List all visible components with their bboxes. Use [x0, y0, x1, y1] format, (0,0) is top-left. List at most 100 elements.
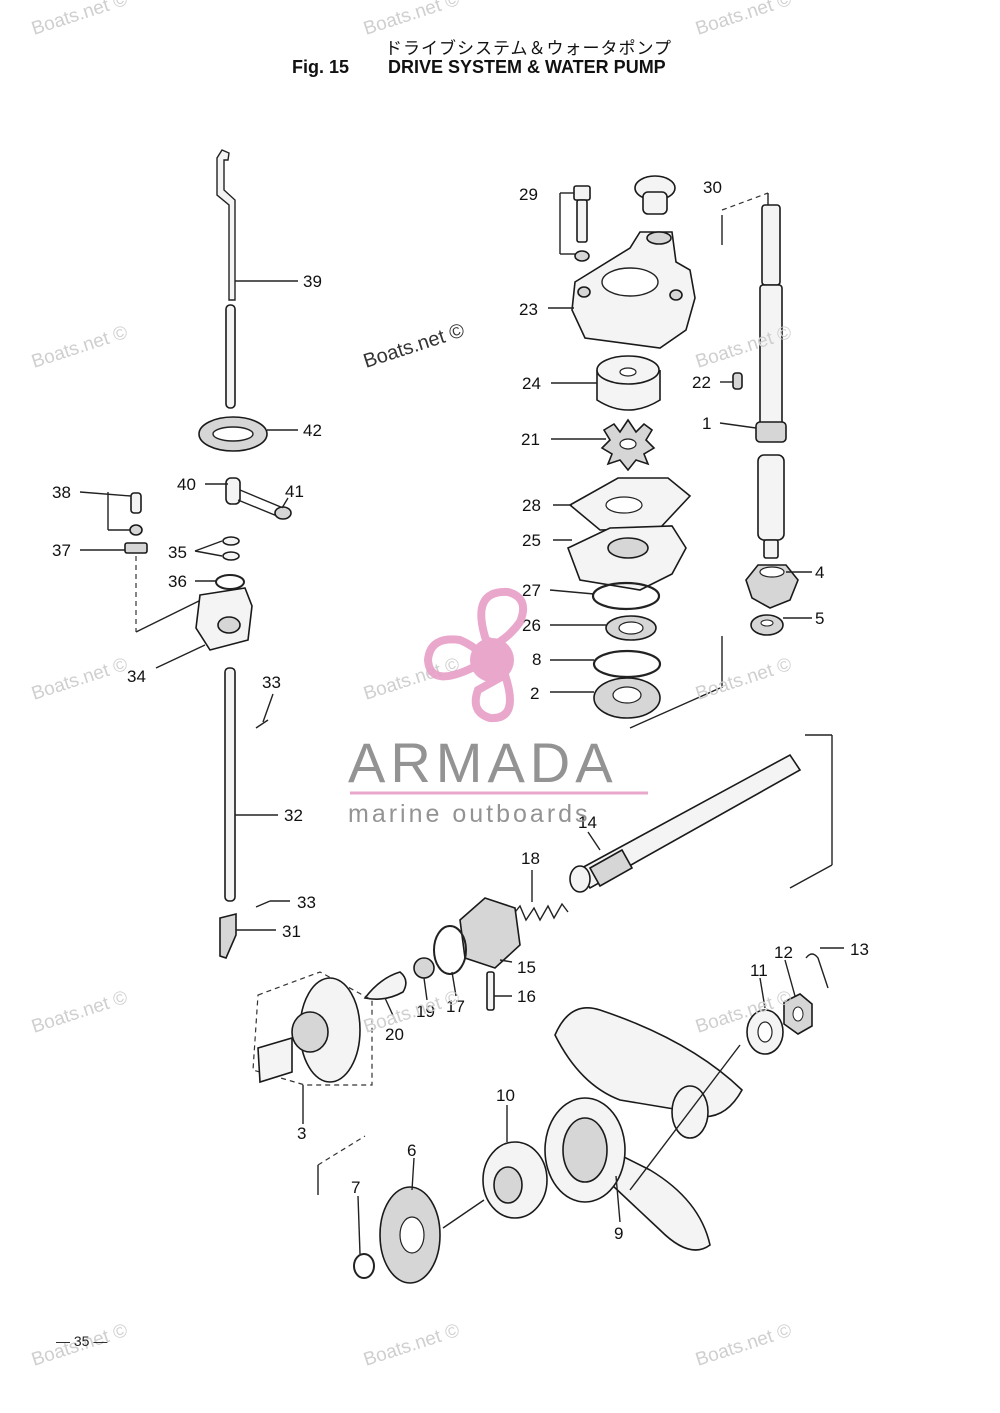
callout-24: 24: [522, 374, 541, 393]
pin-16: [486, 971, 495, 1011]
shift-rod-connector-40: [225, 477, 292, 520]
watermark-boats-net-dark: Boats.net ©: [361, 319, 468, 372]
cotter-pin-13: [805, 953, 829, 989]
spring-18: [511, 902, 569, 922]
callout-20: 20: [385, 1025, 404, 1044]
drive-shaft-1: [755, 204, 787, 559]
callout-16: 16: [517, 987, 536, 1006]
brand-name: ARMADA: [348, 731, 618, 794]
callout-1: 1: [702, 414, 711, 433]
callout-15: 15: [517, 958, 536, 977]
callout-11: 11: [750, 961, 768, 980]
callout-40: 40: [177, 475, 196, 494]
callout-25: 25: [522, 531, 541, 550]
bearing-26: [605, 615, 657, 641]
propeller-shaft-14: [569, 753, 802, 893]
key-22: [732, 372, 743, 390]
callout-22: 22: [692, 373, 711, 392]
gasket-28: [568, 477, 692, 531]
watermark-boats-net: Boats.net ©: [361, 0, 462, 40]
title-japanese: ドライブシステム＆ウォータポンプ: [385, 39, 672, 58]
callout-29: 29: [519, 185, 538, 204]
callout-2: 2: [530, 684, 539, 703]
watermark-boats-net: Boats.net ©: [693, 0, 794, 40]
leader-lines: [79, 192, 844, 1255]
callout-13: 13: [850, 940, 869, 959]
callout-10: 10: [496, 1086, 515, 1105]
pump-liner-24: [596, 355, 661, 411]
callout-34: 34: [127, 667, 146, 686]
callout-18: 18: [521, 849, 540, 868]
callout-12: 12: [774, 943, 793, 962]
callout-36: 36: [168, 572, 187, 591]
thrust-holder-10: [482, 1141, 548, 1219]
watermark-boats-net: Boats.net ©: [693, 1320, 794, 1371]
pump-housing-23: [571, 231, 696, 349]
page-number: — 35 —: [56, 1333, 108, 1349]
callout-27: 27: [522, 581, 541, 600]
shift-rod-lower-32: [224, 667, 236, 902]
o-ring-8: [592, 649, 662, 679]
callout-39: 39: [303, 272, 322, 291]
plunger-20: [363, 971, 407, 1000]
callout-33-lower: 33: [297, 893, 316, 912]
callout-28: 28: [522, 496, 541, 515]
callout-4: 4: [815, 563, 824, 582]
propeller-9: [544, 1007, 743, 1251]
figure-number: Fig. 15: [292, 57, 350, 77]
callout-32: 32: [284, 806, 303, 825]
brand-tagline: marine outboards: [348, 800, 591, 828]
callout-7: 7: [351, 1178, 360, 1197]
armada-logo: ARMADA marine outboards: [348, 587, 648, 828]
o-rings-35-36: [215, 536, 245, 590]
water-tube-seal: [634, 175, 676, 215]
cam-31: [219, 912, 237, 959]
callout-9: 9: [614, 1224, 623, 1243]
propeller-logo-icon: [423, 587, 527, 723]
callout-19: 19: [416, 1002, 435, 1021]
shift-rod-upper: [216, 149, 236, 409]
clip-17: [433, 925, 467, 975]
callout-6: 6: [407, 1141, 416, 1160]
callout-38: 38: [52, 483, 71, 502]
callout-23: 23: [519, 300, 538, 319]
forward-gear-3: [252, 971, 373, 1086]
pins-33: [255, 719, 271, 908]
nut-5: [750, 614, 784, 636]
callout-26: 26: [522, 616, 541, 635]
watermark-boats-net: Boats.net ©: [29, 654, 130, 705]
callout-31: 31: [282, 922, 301, 941]
callout-42: 42: [303, 421, 322, 440]
bearing-2: [593, 677, 661, 719]
nut-12: [783, 993, 813, 1035]
callout-41: 41: [285, 482, 304, 501]
bolt-29: [573, 185, 591, 262]
watermark-boats-net: Boats.net ©: [29, 0, 130, 40]
plate-25: [566, 525, 687, 591]
callout-3: 3: [297, 1124, 306, 1143]
callout-21: 21: [521, 430, 540, 449]
pinion-gear-4: [745, 564, 799, 609]
callout-37: 37: [52, 541, 71, 560]
impeller-21: [600, 418, 656, 472]
watermark-boats-net: Boats.net ©: [29, 322, 130, 373]
callout-33-upper: 33: [262, 673, 281, 692]
pusher-19: [413, 957, 435, 979]
washer-11: [746, 1009, 784, 1055]
shim-7: [353, 1253, 375, 1279]
callout-8: 8: [532, 650, 541, 669]
watermark-boats-net: Boats.net ©: [693, 654, 794, 705]
callout-17: 17: [446, 997, 465, 1016]
shift-rod-bracket-34: [195, 587, 253, 651]
callout-35: 35: [168, 543, 187, 562]
callout-5: 5: [815, 609, 824, 628]
clutch-15: [459, 897, 521, 969]
watermark-boats-net: Boats.net ©: [29, 987, 130, 1038]
reverse-gear-6: [379, 1186, 441, 1284]
watermark-boats-net: Boats.net ©: [361, 1320, 462, 1371]
grommet-42: [198, 416, 268, 452]
bolt-38-washer-37: [124, 492, 206, 633]
o-ring-27: [591, 581, 661, 611]
